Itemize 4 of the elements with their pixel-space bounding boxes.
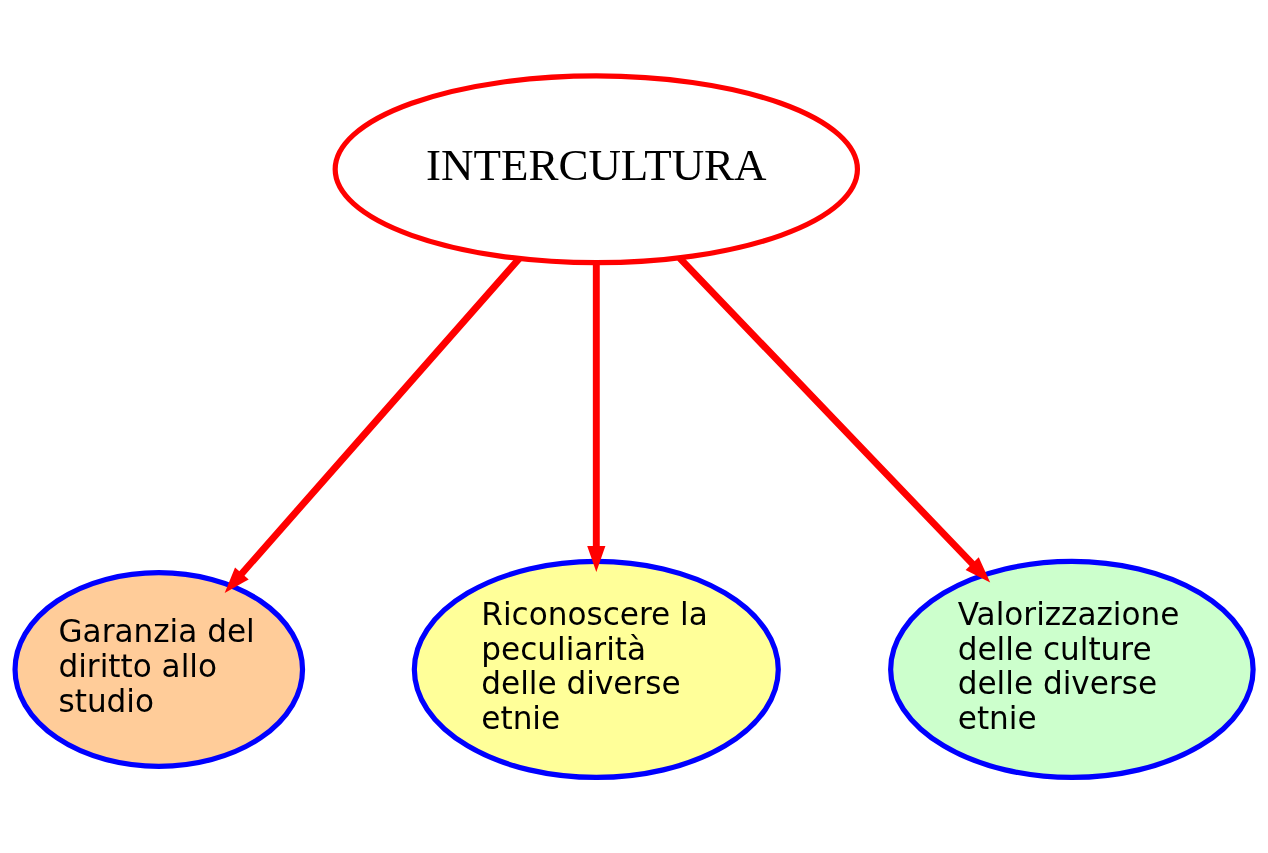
node-ellipse: Riconoscere la peculiarità delle diverse etnie [411, 558, 781, 781]
node-ellipse: Garanzia del diritto allo studio [12, 570, 306, 769]
arrow [587, 262, 606, 572]
node-ellipse: INTERCULTURA [332, 73, 861, 266]
